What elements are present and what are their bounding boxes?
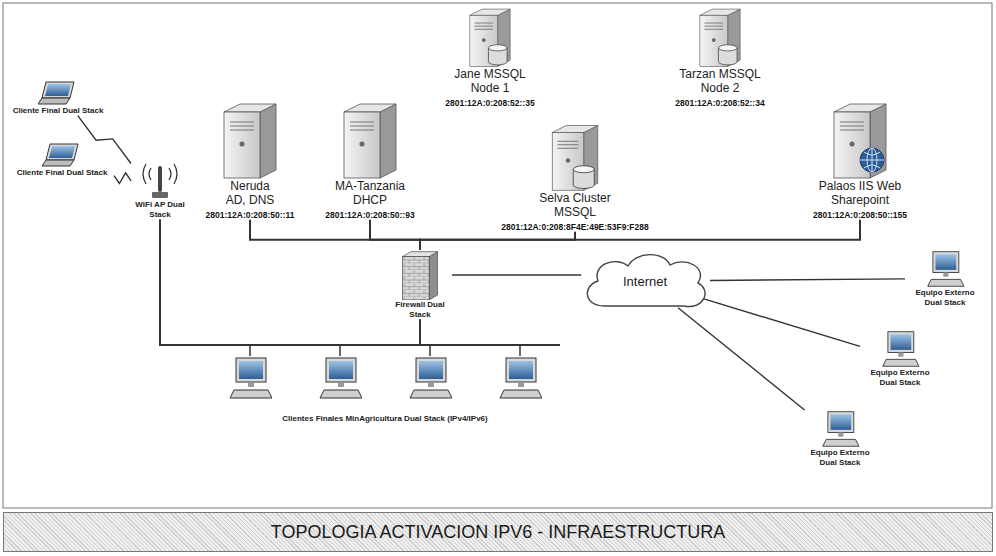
- ipv6-address: 2801:12A:0:208:50::11: [206, 210, 295, 220]
- server-node: Neruda AD, DNS2801:12A:0:208:50::11: [195, 100, 305, 220]
- network-link: [420, 232, 575, 250]
- network-link: [420, 220, 860, 250]
- external-pc: Equipo Externo Dual Stack: [800, 410, 880, 467]
- web-server-node-icon: [830, 100, 890, 180]
- external-pc-icon: [880, 330, 920, 368]
- internet-cloud: Internet: [580, 250, 710, 312]
- server-name: Neruda AD, DNS: [219, 180, 281, 208]
- group-caption: Clientes Finales MinAgricultura Dual Sta…: [282, 414, 487, 423]
- external-pc-icon: [925, 250, 965, 288]
- server-name: Palaos IIS Web Sharepoint: [805, 180, 915, 208]
- device-label: Equipo Externo Dual Stack: [864, 368, 936, 387]
- network-link: [678, 308, 805, 410]
- server-name: Selva Cluster MSSQL: [525, 192, 625, 220]
- title-band: TOPOLOGIA ACTIVACION IPV6 - INFRAESTRUCT…: [3, 512, 993, 552]
- laptop-client-icon: [42, 142, 82, 168]
- ipv6-address: 2801:12A:0:208:50::155: [813, 210, 907, 220]
- external-pc-icon: [820, 410, 860, 448]
- device-label: Cliente Final Dual Stack: [13, 106, 104, 116]
- wifi-ap: WiFi AP Dual Stack: [131, 160, 189, 219]
- web-server-node: Palaos IIS Web Sharepoint 2801:12A:0:208:…: [800, 100, 920, 220]
- wireless-link: [114, 173, 131, 184]
- laptop-client-icon: [38, 80, 78, 106]
- server-name: Jane MSSQL Node 1: [445, 68, 535, 96]
- server-node-icon: [340, 100, 400, 180]
- network-link: [160, 219, 420, 345]
- external-pc: Equipo Externo Dual Stack: [905, 250, 985, 307]
- server-node-icon: [693, 6, 747, 68]
- ipv6-address: 2801:12A:0:208:50::93: [325, 210, 414, 220]
- server-node: Tarzan MSSQL Node 22801:12A:0:208:52::34: [665, 6, 775, 108]
- server-node: Jane MSSQL Node 12801:12A:0:208:52::35: [435, 6, 545, 108]
- cluster-node-icon: [545, 122, 605, 192]
- network-link: [710, 279, 905, 281]
- laptop-client: Cliente Final Dual Stack: [10, 142, 114, 178]
- server-node: MA-Tanzania DHCP2801:12A:0:208:50::93: [315, 100, 425, 220]
- device-label: Firewall Dual Stack: [395, 300, 445, 319]
- diagram-title: TOPOLOGIA ACTIVACION IPV6 - INFRAESTRUCT…: [271, 522, 725, 543]
- laptop-client: Cliente Final Dual Stack: [6, 80, 110, 116]
- cloud-label: Internet: [623, 274, 667, 289]
- external-pc: Equipo Externo Dual Stack: [860, 330, 940, 387]
- network-link: [370, 220, 420, 250]
- cluster-node: Selva Cluster MSSQL 2801:12A:0:208:8F4E:4…: [480, 122, 670, 232]
- server-name: MA-Tanzania DHCP: [329, 180, 411, 208]
- server-node-icon: [463, 6, 517, 68]
- ipv6-address: 2801:12A:0:208:8F4E:49E:53F9:F288: [501, 222, 648, 232]
- ipv6-address: 2801:12A:0:208:52::34: [675, 98, 764, 108]
- device-label: Equipo Externo Dual Stack: [909, 288, 981, 307]
- server-name: Tarzan MSSQL Node 2: [675, 68, 765, 96]
- wireless-link: [78, 116, 131, 164]
- device-label: WiFi AP Dual Stack: [135, 200, 185, 219]
- wifi-ap-icon: [135, 160, 185, 200]
- network-link: [452, 274, 581, 275]
- firewall-icon: [395, 250, 445, 300]
- server-node-icon: [220, 100, 280, 180]
- firewall: Firewall Dual Stack: [388, 250, 452, 319]
- network-link: [700, 298, 860, 347]
- device-label: Equipo Externo Dual Stack: [804, 448, 876, 467]
- network-link: [250, 220, 420, 250]
- ipv6-address: 2801:12A:0:208:52::35: [445, 98, 534, 108]
- device-label: Cliente Final Dual Stack: [17, 168, 108, 178]
